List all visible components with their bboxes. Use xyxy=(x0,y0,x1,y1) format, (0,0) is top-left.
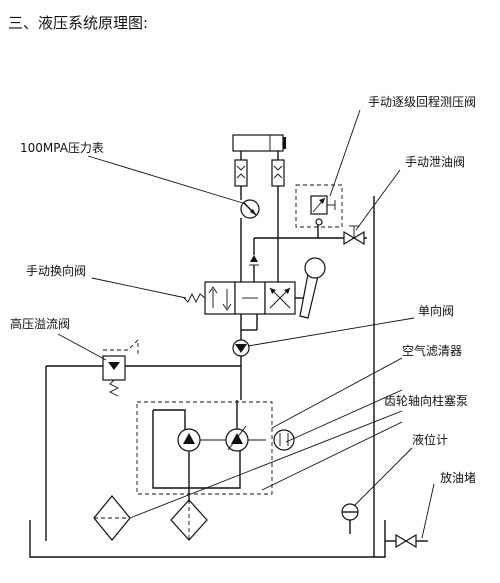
label-air-filter: 空气滤清器 xyxy=(402,343,462,358)
label-drain-plug: 放油堵 xyxy=(440,470,476,485)
label-manual-drain-valve: 手动泄油阀 xyxy=(405,155,465,169)
label-relief-valve: 高压溢流阀 xyxy=(10,316,70,331)
level-gauge-symbol xyxy=(341,503,359,534)
suction-filter-symbol xyxy=(170,499,208,541)
valve-outlet-lines xyxy=(240,314,258,340)
check-valve-symbol xyxy=(232,339,250,400)
label-check-valve: 单向阀 xyxy=(418,303,454,318)
pressure-gauge-symbol xyxy=(240,186,260,219)
inline-check-symbol xyxy=(249,255,259,282)
quick-coupler-left xyxy=(234,159,248,187)
manual-drain-valve-symbol xyxy=(343,225,365,246)
relief-valve-symbol xyxy=(45,338,241,541)
stepwise-pressure-valve-symbol xyxy=(295,184,343,228)
label-pump: 齿轮轴向柱塞泵 xyxy=(384,393,468,408)
diagram-heading: 三、液压系统原理图: xyxy=(8,14,148,32)
air-filter-symbol xyxy=(93,495,131,541)
hydraulic-cylinder xyxy=(232,134,286,160)
label-pressure-gauge: 100MPA压力表 xyxy=(20,141,104,155)
label-level-gauge: 液位计 xyxy=(412,432,448,447)
pump-group xyxy=(136,400,295,500)
manual-directional-valve-symbol xyxy=(183,257,326,319)
label-stepwise-pressure-valve: 手动逐级回程测压阀 xyxy=(368,94,476,109)
leader-lines xyxy=(57,109,435,539)
label-manual-directional-valve: 手动换向阀 xyxy=(26,263,86,278)
quick-coupler-right xyxy=(271,159,285,187)
drain-plug-symbol xyxy=(385,533,428,549)
oil-tank xyxy=(29,520,386,558)
